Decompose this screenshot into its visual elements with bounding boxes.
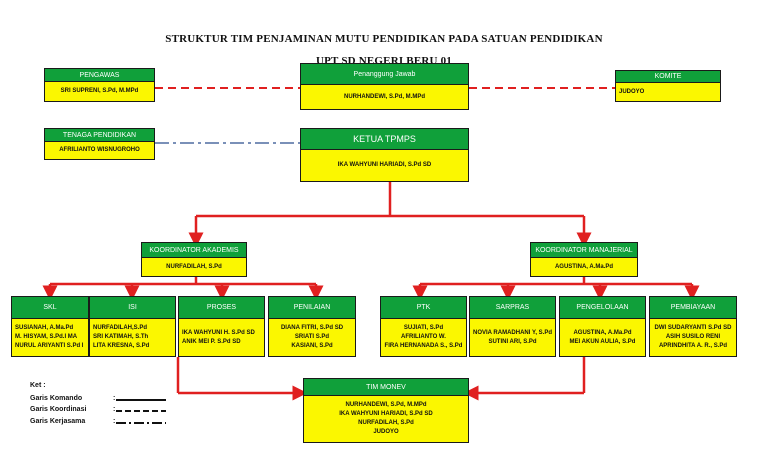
box-penanggung-jawab: Penanggung Jawab NURHANDEWI, S.Pd, M.MPd — [300, 63, 469, 110]
member-name: LITA KRESNA, S.Pd — [93, 343, 150, 349]
member-name: KASIANI, S.Pd — [291, 343, 333, 349]
box-header: ISI — [90, 297, 175, 319]
box-header: PENGELOLAAN — [560, 297, 645, 319]
member-name: JUDOYO — [619, 88, 645, 95]
member-name: SUSIANAH, A.Ma.Pd — [15, 325, 74, 331]
member-name: APRINDHITA A. R., S.Pd — [658, 343, 728, 349]
box-penilaian: PENILAIAN DIANA FITRI, S.Pd SD SRIATI S.… — [268, 296, 356, 357]
member-name: NURHANDEWI, S.Pd, M.MPd — [345, 402, 427, 408]
legend-label-komando: Garis Komando — [30, 395, 83, 402]
box-body: NURHANDEWI, S.Pd, M.MPd — [301, 85, 468, 109]
member-name: MEI AKUN AULIA, S.Pd — [569, 338, 636, 345]
title-line-1: STRUKTUR TIM PENJAMINAN MUTU PENDIDIKAN … — [165, 33, 603, 45]
member-name: SUTINI ARI, S.Pd — [488, 338, 537, 345]
box-header: KETUA TPMPS — [301, 129, 468, 150]
box-koordinator-manajerial: KOORDINATOR MANAJERIAL AGUSTINA, A.Ma.Pd — [530, 242, 638, 277]
box-header: KOORDINATOR AKADEMIS — [142, 243, 246, 258]
legend-title: Ket : — [30, 382, 46, 389]
box-isi: ISI NURFADILAH,S.Pd SRI KATIMAH, S.Th LI… — [89, 296, 176, 357]
member-name: SUJIATI, S.Pd — [403, 325, 444, 331]
box-header: PTK — [381, 297, 466, 319]
box-body: SUJIATI, S.Pd AFRILIANTO W. FIRA HERNANA… — [381, 319, 466, 356]
member-name: NOVIA RAMADHANI Y, S.Pd — [472, 329, 552, 336]
box-body: NURFADILAH, S.Pd — [142, 258, 246, 276]
box-skl: SKL SUSIANAH, A.Ma.Pd M. HISYAM, S.Pd.I … — [11, 296, 89, 357]
legend-label-kerjasama: Garis Kerjasama — [30, 418, 86, 425]
member-name: NURFADILAH,S.Pd — [93, 325, 147, 331]
box-komite: KOMITE JUDOYO — [615, 70, 721, 102]
box-ketua-tpmps: KETUA TPMPS IKA WAHYUNI HARIADI, S.Pd SD — [300, 128, 469, 182]
member-name: IKA WAHYUNI H. S.Pd SD — [182, 329, 255, 336]
member-name: ASIH SUSILO RENI — [665, 334, 721, 340]
member-name: NURFADILAH, S.Pd — [358, 420, 414, 426]
box-ptk: PTK SUJIATI, S.Pd AFRILIANTO W. FIRA HER… — [380, 296, 467, 357]
box-body: NURFADILAH,S.Pd SRI KATIMAH, S.Th LITA K… — [90, 319, 175, 356]
box-header: PENGAWAS — [45, 69, 154, 82]
box-sarpras: SARPRAS NOVIA RAMADHANI Y, S.Pd SUTINI A… — [469, 296, 556, 357]
box-body: NURHANDEWI, S.Pd, M.MPd IKA WAHYUNI HARI… — [304, 396, 468, 442]
member-name: FIRA HERNANADA S., S.Pd — [384, 343, 463, 349]
member-name: SRI SUPRENI, S.Pd, M.MPd — [60, 88, 139, 94]
box-tenaga-pendidikan: TENAGA PENDIDIKAN AFRILIANTO WISNUGROHO — [44, 128, 155, 160]
box-header: TENAGA PENDIDIKAN — [45, 129, 154, 142]
member-name: SRIATI S.Pd — [294, 334, 330, 340]
box-body: SUSIANAH, A.Ma.Pd M. HISYAM, S.Pd.I MA N… — [12, 319, 88, 356]
member-name: AFRILIANTO WISNUGROHO — [59, 147, 140, 153]
member-name: AFRILIANTO W. — [401, 334, 446, 340]
member-name: DWI SUDARYANTI S.Pd SD — [654, 325, 732, 331]
box-tim-monev: TIM MONEV NURHANDEWI, S.Pd, M.MPd IKA WA… — [303, 378, 469, 443]
box-body: AGUSTINA, A.Ma.Pd MEI AKUN AULIA, S.Pd — [560, 319, 645, 356]
member-name: M. HISYAM, S.Pd.I MA — [15, 334, 78, 340]
member-name: NURUL ARIYANTI S.Pd I — [15, 343, 84, 349]
box-header: KOORDINATOR MANAJERIAL — [531, 243, 637, 258]
box-body: AFRILIANTO WISNUGROHO — [45, 142, 154, 159]
box-body: DWI SUDARYANTI S.Pd SD ASIH SUSILO RENI … — [650, 319, 736, 356]
box-pembiayaan: PEMBIAYAAN DWI SUDARYANTI S.Pd SD ASIH S… — [649, 296, 737, 357]
member-name: AGUSTINA, A.Ma.Pd — [554, 263, 614, 270]
box-body: AGUSTINA, A.Ma.Pd — [531, 258, 637, 276]
member-name: NURFADILAH, S.Pd — [166, 263, 222, 270]
box-body: IKA WAHYUNI HARIADI, S.Pd SD — [301, 150, 468, 181]
box-body: SRI SUPRENI, S.Pd, M.MPd — [45, 82, 154, 101]
box-header: PROSES — [179, 297, 264, 319]
box-body: JUDOYO — [616, 83, 720, 101]
box-header: SARPRAS — [470, 297, 555, 319]
box-pengawas: PENGAWAS SRI SUPRENI, S.Pd, M.MPd — [44, 68, 155, 102]
legend-sep: : — [113, 395, 116, 402]
box-koordinator-akademis: KOORDINATOR AKADEMIS NURFADILAH, S.Pd — [141, 242, 247, 277]
member-name: JUDOYO — [373, 429, 399, 435]
legend-sep: : — [113, 418, 116, 425]
box-header: TIM MONEV — [304, 379, 468, 396]
box-header: PEMBIAYAAN — [650, 297, 736, 319]
box-header: Penanggung Jawab — [301, 64, 468, 85]
member-name: DIANA FITRI, S.Pd SD — [280, 325, 344, 331]
member-name: IKA WAHYUNI HARIADI, S.Pd SD — [339, 411, 433, 417]
box-header: SKL — [12, 297, 88, 319]
legend-sep: : — [113, 406, 116, 413]
member-name: IKA WAHYUNI HARIADI, S.Pd SD — [337, 162, 432, 168]
legend-label-koordinasi: Garis Koordinasi — [30, 406, 87, 413]
box-body: IKA WAHYUNI H. S.Pd SD ANIK MEI P. S.Pd … — [179, 319, 264, 356]
member-name: ANIK MEI P. S.Pd SD — [182, 338, 241, 345]
member-name: NURHANDEWI, S.Pd, M.MPd — [344, 93, 425, 100]
member-name: AGUSTINA, A.Ma.Pd — [573, 329, 632, 336]
box-proses: PROSES IKA WAHYUNI H. S.Pd SD ANIK MEI P… — [178, 296, 265, 357]
member-name: SRI KATIMAH, S.Th — [93, 334, 149, 340]
box-header: PENILAIAN — [269, 297, 355, 319]
box-body: DIANA FITRI, S.Pd SD SRIATI S.Pd KASIANI… — [269, 319, 355, 356]
box-header: KOMITE — [616, 71, 720, 83]
box-pengelolaan: PENGELOLAAN AGUSTINA, A.Ma.Pd MEI AKUN A… — [559, 296, 646, 357]
box-body: NOVIA RAMADHANI Y, S.Pd SUTINI ARI, S.Pd — [470, 319, 555, 356]
